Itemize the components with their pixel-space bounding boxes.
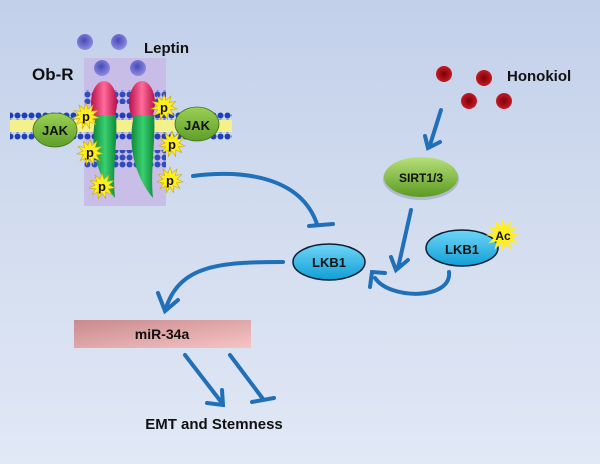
obr-label: Ob-R bbox=[32, 65, 74, 84]
jak-right: JAK bbox=[174, 106, 220, 142]
phospho-label: p bbox=[82, 109, 90, 124]
arrowhead bbox=[423, 134, 442, 151]
leptin-molecule bbox=[111, 34, 127, 50]
honokiol-molecule bbox=[436, 66, 452, 82]
honokiol-label: Honokiol bbox=[507, 68, 571, 85]
arrow-lkb1ac-to-lkb1 bbox=[373, 270, 451, 296]
receptor-intracellular-domain bbox=[131, 115, 155, 198]
phospho-label: p bbox=[86, 145, 94, 160]
mir34a-label: miR-34a bbox=[135, 326, 190, 342]
honokiol-molecules bbox=[436, 66, 512, 109]
phospho-label: p bbox=[160, 100, 168, 115]
arrowhead bbox=[205, 388, 226, 408]
acetyl-badge bbox=[486, 218, 520, 252]
receptor-extracellular-domain bbox=[129, 81, 155, 125]
mir34a-node: miR-34a bbox=[74, 320, 251, 348]
receptor-extracellular-domain bbox=[91, 81, 117, 125]
outcome-label: EMT and Stemness bbox=[145, 416, 283, 433]
sirt-label: SIRT1/3 bbox=[399, 171, 443, 185]
lkb1-node: LKB1 bbox=[292, 243, 366, 281]
sirt-node: SIRT1/3 bbox=[383, 157, 459, 200]
inhibition-bar bbox=[250, 396, 276, 404]
phospho-star bbox=[156, 166, 184, 194]
arrowhead bbox=[389, 255, 410, 274]
jak-left-label: JAK bbox=[42, 123, 69, 138]
leptin-receptor-complex: JAK JAK p p p p p p bbox=[10, 34, 232, 206]
arrowhead bbox=[156, 291, 180, 315]
acetyl-star bbox=[486, 218, 520, 252]
phospho-label: p bbox=[166, 173, 174, 188]
receptor-intracellular-domain bbox=[93, 115, 117, 198]
phospho-label: p bbox=[98, 179, 106, 194]
phospho-label: p bbox=[168, 137, 176, 152]
leptin-molecules bbox=[77, 34, 146, 76]
arrow-sirt-to-lkb1 bbox=[396, 208, 413, 270]
phospho-star bbox=[158, 130, 186, 158]
jak-left: JAK bbox=[32, 112, 78, 148]
phospho-star bbox=[88, 172, 116, 200]
arrowhead bbox=[368, 269, 387, 289]
leptin-molecule bbox=[77, 34, 93, 50]
phospho-star bbox=[150, 93, 178, 121]
arrow-lkb1-to-mir bbox=[164, 260, 285, 310]
arrow-honokiol-to-sirt bbox=[428, 108, 443, 147]
jak-right-label: JAK bbox=[184, 118, 211, 133]
lkb1-label: LKB1 bbox=[312, 255, 346, 270]
acetyl-label: Ac bbox=[495, 229, 511, 243]
leptin-molecule bbox=[94, 60, 110, 76]
mir34a-box bbox=[74, 320, 251, 348]
leptin-label: Leptin bbox=[144, 40, 189, 57]
honokiol-molecule bbox=[461, 93, 477, 109]
honokiol-molecule bbox=[496, 93, 512, 109]
inhibition-mir-to-emt bbox=[228, 353, 265, 401]
phosphorylation-sites: p p p p p p bbox=[72, 93, 186, 200]
leptin-molecule bbox=[130, 60, 146, 76]
honokiol-molecule bbox=[476, 70, 492, 86]
arrow-mir-to-emt bbox=[183, 353, 224, 405]
phospho-star bbox=[72, 102, 100, 130]
lkb1-acetylated-label: LKB1 bbox=[445, 242, 479, 257]
phospho-star bbox=[76, 138, 104, 166]
inhibition-obr-to-lkb1 bbox=[191, 172, 319, 226]
pathway-arrows bbox=[156, 108, 451, 408]
lkb1-acetylated-node: LKB1 Ac bbox=[425, 218, 520, 267]
inhibition-bar bbox=[307, 222, 335, 228]
